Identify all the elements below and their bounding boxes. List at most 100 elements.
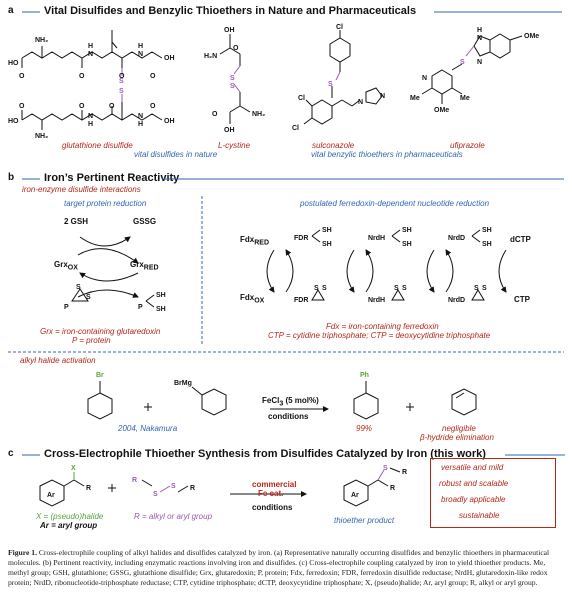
thioether-conditions-label: conditions (252, 503, 293, 512)
svg-text:R: R (132, 477, 137, 484)
svg-text:Br: Br (96, 372, 104, 379)
caption-lead: Figure 1. (8, 548, 37, 557)
svg-text:X: X (71, 465, 76, 472)
panel-a-title: Vital Disulfides and Benzylic Thioethers… (44, 5, 417, 17)
figure-caption: Figure 1. Cross-electrophile coupling of… (8, 548, 564, 588)
panel-b-letter: b (8, 172, 15, 183)
svg-text:R: R (402, 469, 407, 476)
cystine-structure: OH O H₂N NH₂ OH O S S (204, 27, 265, 134)
alkyl-heading: alkyl halide activation (20, 356, 96, 365)
svg-text:Cl: Cl (292, 125, 299, 132)
svg-text:S: S (314, 285, 319, 292)
svg-text:O: O (212, 111, 218, 118)
svg-text:O: O (109, 103, 115, 110)
panel-c-title: Cross-Electrophile Thioether Synthesis f… (44, 448, 486, 460)
svg-text:N: N (422, 75, 427, 82)
svg-text:O: O (79, 103, 85, 110)
svg-text:N: N (477, 59, 482, 66)
ferredoxin-cycle-diagram: FDR SH SH NrdH SH SH NrdD SH SH FDR NrdH… (266, 227, 507, 304)
svg-text:P: P (138, 304, 143, 311)
svg-text:Me: Me (410, 95, 420, 102)
grx-definition: Grx = iron-containing glutaredoxin (40, 327, 161, 336)
product-label: thioether product (334, 516, 395, 525)
vital-thioethers-caption: vital benzylic thioethers in pharmaceuti… (311, 150, 463, 159)
dctp-label: dCTP (510, 235, 531, 244)
svg-text:S: S (474, 285, 479, 292)
svg-text:S: S (383, 465, 388, 472)
svg-text:S: S (153, 491, 158, 498)
grx-red-label: GrxRED (130, 260, 159, 272)
svg-text:OH: OH (164, 55, 175, 62)
panel-a-letter: a (8, 5, 14, 16)
svg-text:N: N (358, 99, 363, 106)
yield-label: 99% (356, 424, 373, 433)
alkyl-divider (8, 351, 564, 353)
feature-line-1: versatile and mild (441, 463, 504, 472)
svg-text:NH₂: NH₂ (35, 133, 48, 140)
svg-text:S: S (230, 75, 235, 82)
commercial-label: commercial (252, 480, 297, 489)
svg-text:H: H (138, 121, 143, 128)
svg-text:H: H (88, 121, 93, 128)
fdx-definition: Fdx = iron-containing ferredoxin (326, 322, 439, 331)
ufiprazole-label: ufiprazole (450, 141, 485, 150)
svg-text:NrdD: NrdD (448, 235, 465, 242)
svg-text:Cl: Cl (298, 95, 305, 102)
svg-text:S: S (394, 285, 399, 292)
r-definition: R = alkyl or aryl group (134, 512, 213, 521)
svg-text:O: O (79, 73, 85, 80)
panel-b-vertical-divider (201, 196, 203, 344)
svg-text:N: N (477, 35, 482, 42)
nakamura-label: 2004, Nakamura (118, 424, 178, 433)
svg-text:HO: HO (8, 118, 19, 125)
svg-text:S: S (86, 294, 91, 301)
negligible-label: negligible (442, 424, 476, 433)
ctp-label: CTP (514, 295, 530, 304)
svg-text:NH₂: NH₂ (35, 37, 48, 44)
svg-text:Ar: Ar (351, 492, 359, 499)
svg-text:BrMg: BrMg (174, 380, 192, 387)
alkyl-conditions-label: conditions (268, 412, 309, 421)
svg-text:S: S (328, 81, 333, 88)
svg-text:SH: SH (156, 292, 166, 299)
svg-text:O: O (233, 45, 239, 52)
svg-text:H: H (477, 27, 482, 34)
svg-text:O: O (150, 103, 156, 110)
right-heading: postulated ferredoxin-dependent nucleoti… (300, 199, 490, 208)
svg-text:OH: OH (224, 27, 235, 34)
fe-cat-label: Fe cat. (258, 489, 284, 498)
svg-text:O: O (19, 73, 25, 80)
svg-text:SH: SH (482, 241, 492, 248)
svg-text:OMe: OMe (434, 107, 449, 114)
thioether-reaction-scheme: Ar R R Ar R R R S S S X (39, 465, 407, 507)
svg-text:NrdD: NrdD (448, 297, 465, 304)
glutathione-label: glutathione disulfide (62, 141, 133, 150)
svg-text:HO: HO (8, 60, 19, 67)
svg-text:S: S (119, 78, 124, 85)
x-definition: X = (pseudo)halide (36, 512, 104, 521)
svg-text:S: S (230, 83, 235, 90)
p-definition: P = protein (72, 336, 111, 345)
feature-line-3: broadly applicable (441, 495, 506, 504)
sulconazole-label: sulconazole (312, 141, 355, 150)
svg-text:H: H (138, 43, 143, 50)
panel-c-letter: c (8, 448, 14, 459)
panel-a-rule-left (22, 11, 40, 13)
gssg-label: GSSG (133, 217, 157, 226)
fdx-red-label: FdxRED (240, 235, 270, 247)
svg-text:S: S (119, 88, 124, 95)
svg-text:SH: SH (322, 227, 332, 234)
feature-line-2: robust and scalable (439, 479, 509, 488)
feature-line-4: sustainable (459, 511, 500, 520)
svg-text:OMe: OMe (524, 33, 539, 40)
svg-text:S: S (402, 285, 407, 292)
svg-text:P: P (64, 304, 69, 311)
svg-text:N: N (138, 51, 143, 58)
svg-text:S: S (460, 59, 465, 66)
ufiprazole-structure: OMe H N N N Me Me OMe S (410, 27, 539, 114)
svg-text:OH: OH (164, 118, 175, 125)
panel-b-rule-right (162, 178, 564, 180)
sulconazole-structure: Cl Cl Cl N N S (292, 24, 385, 132)
svg-text:SH: SH (156, 306, 166, 313)
svg-text:S: S (76, 284, 81, 291)
